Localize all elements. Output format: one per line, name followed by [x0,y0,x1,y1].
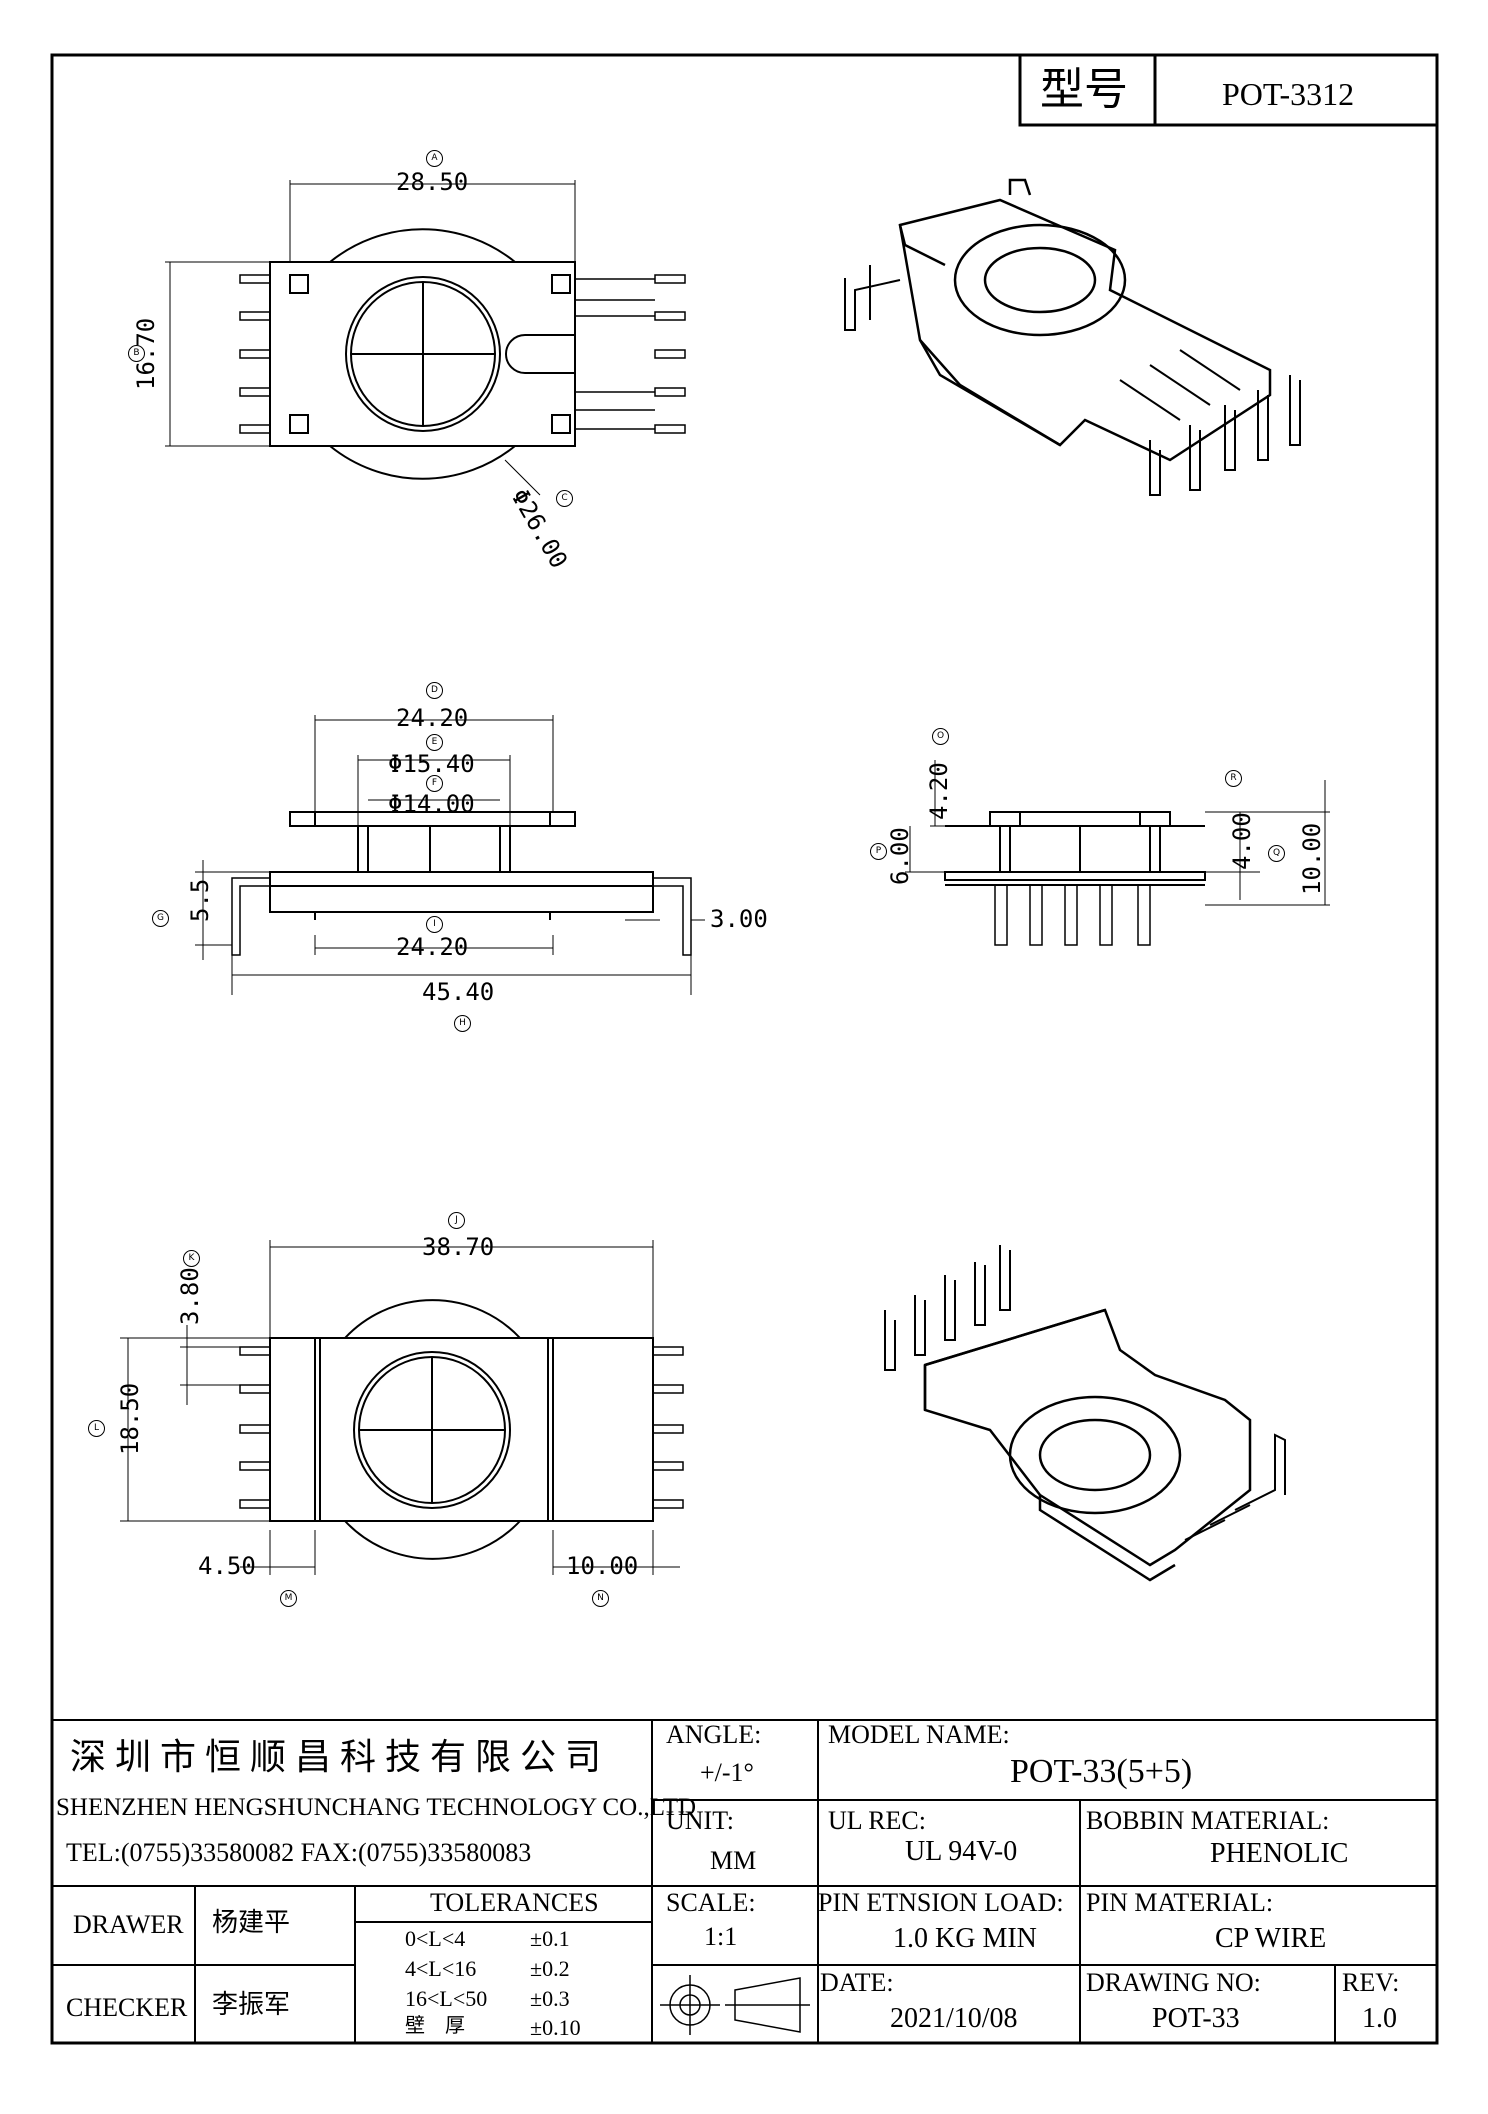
dim-front-top: 24.20 [396,704,469,732]
angle-label: ANGLE: [666,1720,762,1749]
unit-value: MM [710,1846,757,1875]
dim-tag: H [454,1015,471,1032]
dim-bottom-pitch: 3.80 [176,1267,204,1325]
drawer-value: 杨建平 [212,1908,291,1938]
dim-tag: M [280,1590,297,1607]
rev-label: REV: [1342,1968,1400,1997]
dim-tag: E [426,734,443,751]
ul-value: UL 94V-0 [905,1836,1018,1867]
pin-load-value: 1.0 KG MIN [893,1923,1037,1954]
checker-value: 李振军 [212,1990,291,2020]
projection-symbol [660,1975,810,2035]
iso-view-top [844,178,1301,496]
dim-front-outer-dia: Φ15.40 [388,750,475,778]
drawing-no-value: POT-33 [1152,2003,1240,2034]
unit-label: UNIT: [666,1806,735,1835]
bobbin-label: BOBBIN MATERIAL: [1086,1806,1330,1835]
company-name-en: SHENZHEN HENGSHUNCHANG TECHNOLOGY CO.,LT… [56,1794,697,1821]
drawing-no-label: DRAWING NO: [1086,1968,1261,1997]
top-view [165,180,686,496]
dim-tag: N [592,1590,609,1607]
tol-range-4: 壁 厚 [405,2013,465,2037]
dim-bottom-width: 38.70 [422,1233,495,1261]
dim-top-width: 28.50 [396,168,469,196]
outer-frame [50,53,1439,2045]
company-contact: TEL:(0755)33580082 FAX:(0755)33580083 [66,1838,532,1867]
dim-tag: R [1225,770,1242,787]
dim-front-inner-dia: Φ14.00 [388,790,475,818]
model-label: 型号 [1040,64,1128,115]
drawer-label: DRAWER [73,1910,184,1939]
angle-value: +/-1° [700,1758,754,1787]
checker-label: CHECKER [66,1993,188,2022]
dim-front-base: 24.20 [396,933,469,961]
dim-front-total: 45.40 [422,978,495,1006]
tol-value-2: ±0.2 [530,1956,570,1981]
dim-side-h2: 6.00 [886,827,914,885]
model-header-box [1018,53,1439,127]
tol-range-1: 0<L<4 [405,1926,466,1951]
pin-load-label: PIN ETNSION LOAD: [818,1888,1064,1917]
dim-front-pin-offset: 3.00 [710,905,768,933]
tol-range-3: 16<L<50 [405,1986,488,2011]
tol-value-1: ±0.1 [530,1926,570,1951]
dim-tag: A [426,150,443,167]
dim-tag: B [128,345,145,362]
dim-side-h1: 4.20 [925,762,953,820]
date-label: DATE: [820,1968,894,1997]
dim-tag: P [870,843,887,860]
dim-bottom-left: 4.50 [198,1552,256,1580]
model-name-label: MODEL NAME: [828,1720,1010,1749]
dim-front-side: 5.5 [186,878,214,922]
dim-tag: J [448,1212,465,1229]
bottom-view [120,1240,684,1575]
tolerances-label: TOLERANCES [430,1888,599,1917]
dim-bottom-right: 10.00 [566,1552,639,1580]
dim-tag: C [556,490,573,507]
dim-tag: Q [1268,845,1285,862]
scale-label: SCALE: [666,1888,756,1917]
tol-range-2: 4<L<16 [405,1956,477,1981]
tol-value-4: ±0.10 [530,2015,581,2040]
dim-bottom-height: 18.50 [116,1382,144,1455]
front-view [195,715,705,995]
title-block-lines [52,1719,1437,2043]
date-value: 2021/10/08 [890,2003,1018,2034]
dim-tag: K [183,1250,200,1267]
dim-tag: L [88,1420,105,1437]
dim-tag: I [426,916,443,933]
scale-value: 1:1 [704,1922,738,1951]
rev-value: 1.0 [1362,2003,1397,2034]
dim-side-h4: 10.00 [1298,822,1326,895]
bobbin-value: PHENOLIC [1210,1838,1349,1869]
side-view [905,760,1330,946]
model-value: POT-3312 [1222,76,1355,112]
pin-material-value: CP WIRE [1215,1923,1327,1954]
iso-view-bottom [884,1245,1286,1582]
pin-material-label: PIN MATERIAL: [1086,1888,1274,1917]
dim-tag: D [426,682,443,699]
dim-side-h3: 4.00 [1228,812,1256,870]
dim-tag: F [426,775,443,792]
dim-tag: G [152,910,169,927]
model-name-value: POT-33(5+5) [1010,1753,1193,1790]
company-name-cn: 深圳市恒顺昌科技有限公司 [70,1737,611,1778]
dim-top-height: 16.70 [132,317,160,390]
tol-value-3: ±0.3 [530,1986,570,2011]
ul-label: UL REC: [828,1806,926,1835]
dim-tag: O [932,728,949,745]
